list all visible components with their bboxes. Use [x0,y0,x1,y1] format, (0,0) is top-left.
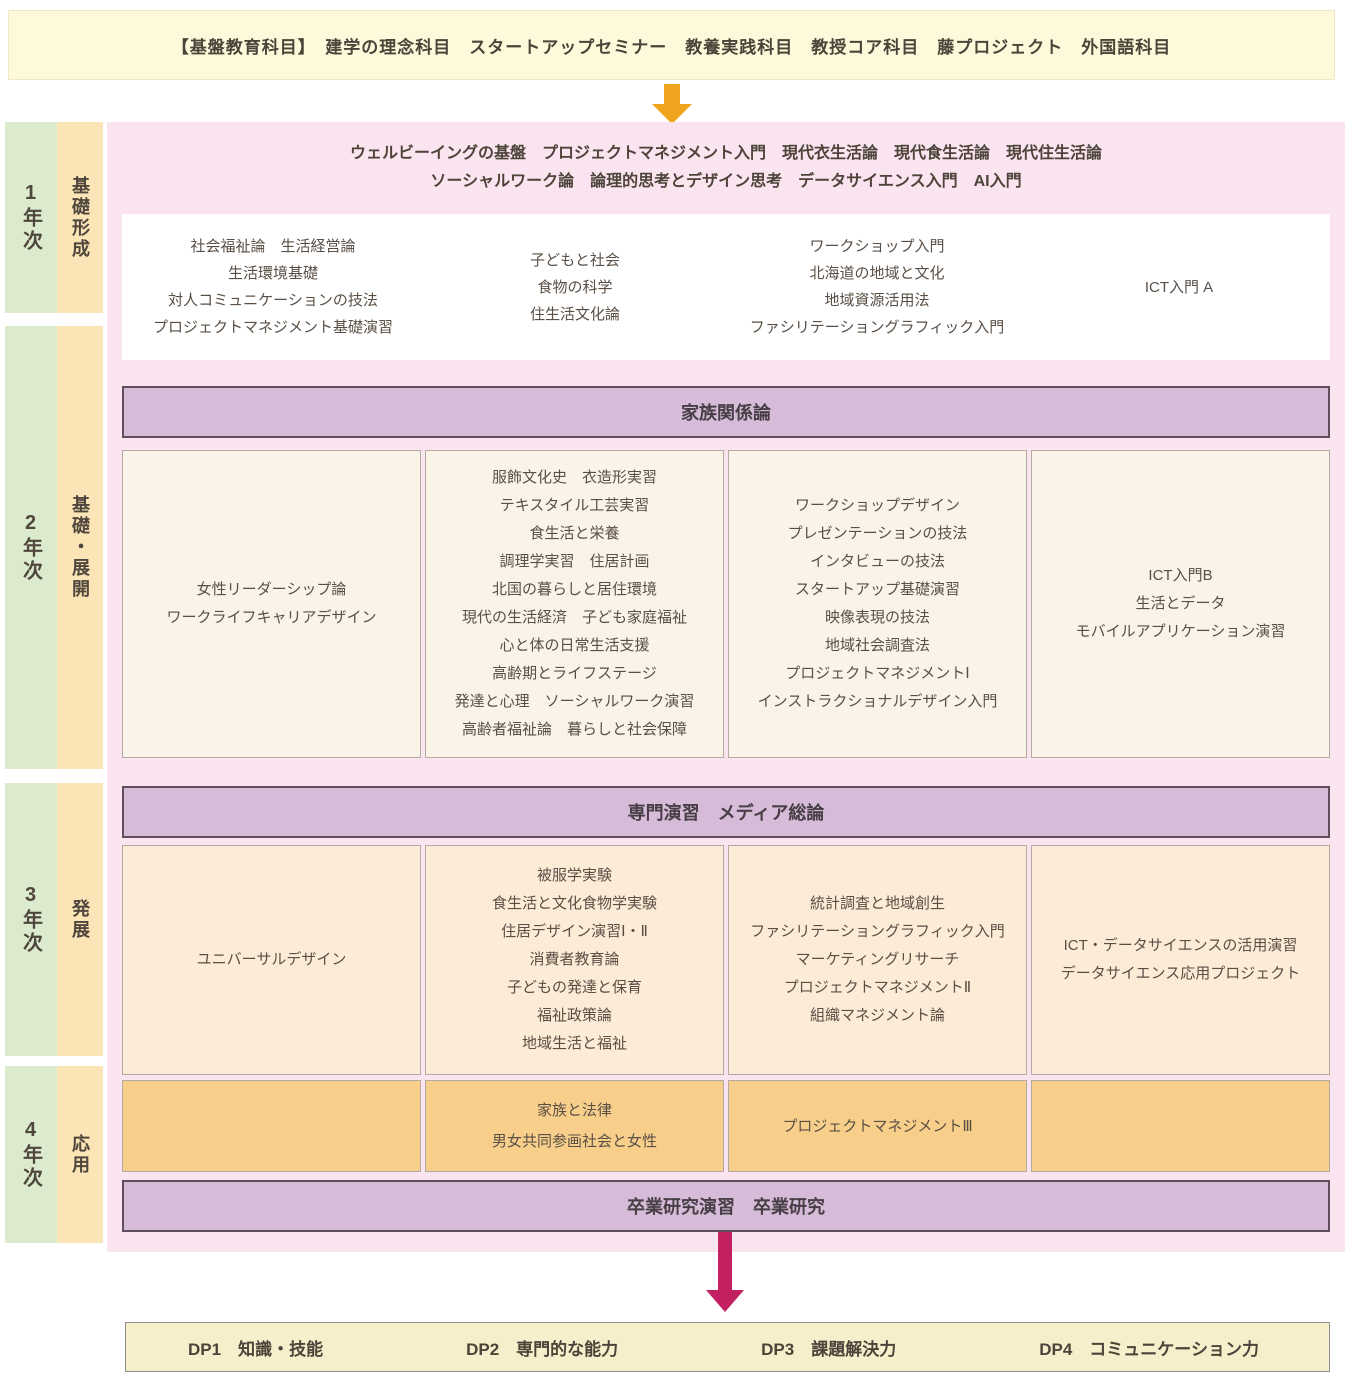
year2-label: 2年次 [19,512,42,583]
year2-col4-courses: ICT入門B 生活とデータ モバイルアプリケーション演習 [1031,450,1330,758]
dp2-label: DP2 専門的な能力 [466,1339,619,1359]
year1-col4-courses: ICT入門 A [1144,278,1214,296]
year4-stage-label: 応用 [70,1133,90,1176]
diploma-policy-banner: DP1 知識・技能 DP2 専門的な能力 DP3 課題解決力 DP4 コミュニケ… [125,1322,1330,1372]
dp4-label: DP4 コミュニケーション力 [1039,1339,1259,1359]
year4-stage-cell: 応用 [57,1066,103,1243]
year2-courses-row: 女性リーダーシップ論 ワークライフキャリアデザイン 服飾文化史 衣造形実習 テキ… [122,450,1330,758]
specialized-seminar-label: 専門演習 メディア総論 [627,803,825,823]
arrow-stem [664,84,680,104]
family-relations-label: 家族関係論 [681,403,771,423]
year3-col1-courses: ユニバーサルデザイン [122,845,421,1075]
year1-courses-box: 社会福祉論 生活経営論 生活環境基礎 対人コミュニケーションの技法 プロジェクト… [122,214,1330,360]
year1-stage-cell: 基礎形成 [57,122,103,313]
specialized-seminar-bar: 専門演習 メディア総論 [122,786,1330,838]
year2-band: 2年次 基礎・展開 [5,326,103,769]
foundation-courses-banner: 【基盤教育科目】 建学の理念科目 スタートアップセミナー 教養実践科目 教授コア… [8,10,1335,80]
arrow-stem [718,1232,732,1290]
year2-col3-courses: ワークショップデザイン プレゼンテーションの技法 インタビューの技法 スタートア… [728,450,1027,758]
year3-courses-row: ユニバーサルデザイン 被服学実験 食生活と文化食物学実験 住居デザイン演習Ⅰ・Ⅱ… [122,845,1330,1075]
foundation-courses-text: 【基盤教育科目】 建学の理念科目 スタートアップセミナー 教養実践科目 教授コア… [171,37,1172,57]
year1-label-cell: 1年次 [5,122,57,313]
down-arrow-orange-icon [652,84,692,124]
year4-label-cell: 4年次 [5,1066,57,1243]
year1-label: 1年次 [19,182,42,253]
year1-col2-courses: 子どもと社会 食物の科学 住生活文化論 [529,251,620,323]
year4-col1-courses [122,1080,421,1172]
year2-stage-label: 基礎・展開 [70,495,90,600]
year3-col4-courses: ICT・データサイエンスの活用演習 データサイエンス応用プロジェクト [1031,845,1330,1075]
year1-intro-courses: ウェルビーイングの基盤 プロジェクトマネジメント入門 現代衣生活論 現代食生活論… [349,145,1102,190]
year2-col1-courses: 女性リーダーシップ論 ワークライフキャリアデザイン [122,450,421,758]
year3-col3-courses: 統計調査と地域創生 ファシリテーショングラフィック入門 マーケティングリサーチ … [728,845,1027,1075]
arrow-head [706,1290,744,1312]
year3-label-cell: 3年次 [5,783,57,1056]
year4-col4-courses [1031,1080,1330,1172]
graduation-research-label: 卒業研究演習 卒業研究 [627,1197,825,1217]
family-relations-bar: 家族関係論 [122,386,1330,438]
year1-band: 1年次 基礎形成 [5,122,103,313]
year3-band: 3年次 発展 [5,783,103,1056]
year3-label: 3年次 [19,884,42,955]
dp3-label: DP3 課題解決力 [761,1339,897,1359]
graduation-research-bar: 卒業研究演習 卒業研究 [122,1180,1330,1232]
year2-stage-cell: 基礎・展開 [57,326,103,769]
down-arrow-magenta-icon [706,1232,744,1312]
year4-col3-courses: プロジェクトマネジメントⅢ [728,1080,1027,1172]
year3-stage-cell: 発展 [57,783,103,1056]
year1-col3-courses: ワークショップ入門 北海道の地域と文化 地域資源活用法 ファシリテーショングラフ… [749,238,1005,336]
dp1-label: DP1 知識・技能 [188,1339,324,1359]
year2-col2-courses: 服飾文化史 衣造形実習 テキスタイル工芸実習 食生活と栄養 調理学実習 住居計画… [425,450,724,758]
year4-band: 4年次 応用 [5,1066,103,1243]
year4-label: 4年次 [19,1119,42,1190]
year4-col2-courses: 家族と法律 男女共同参画社会と女性 [425,1080,724,1172]
year1-col1-courses: 社会福祉論 生活経営論 生活環境基礎 対人コミュニケーションの技法 プロジェクト… [152,238,393,336]
arrow-head [652,104,692,124]
year4-courses-row: 家族と法律 男女共同参画社会と女性 プロジェクトマネジメントⅢ [122,1080,1330,1172]
year2-label-cell: 2年次 [5,326,57,769]
year3-col2-courses: 被服学実験 食生活と文化食物学実験 住居デザイン演習Ⅰ・Ⅱ 消費者教育論 子ども… [425,845,724,1075]
year1-stage-label: 基礎形成 [70,175,90,260]
year3-stage-label: 発展 [70,898,90,941]
